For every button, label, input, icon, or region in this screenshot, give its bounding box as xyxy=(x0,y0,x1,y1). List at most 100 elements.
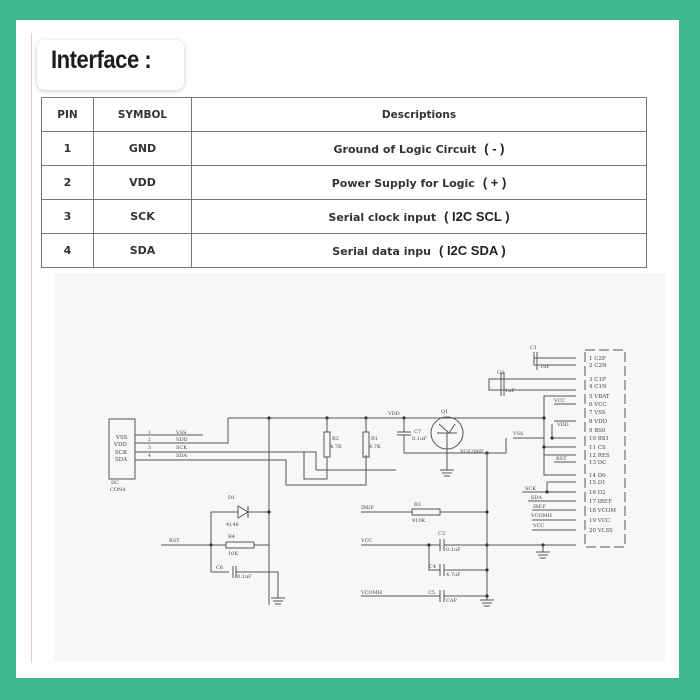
header-descriptions: Descriptions xyxy=(191,97,647,132)
net-label: IREF xyxy=(533,504,546,510)
component-value: 910K xyxy=(412,518,426,524)
oled-pin-label: 10 BS1 xyxy=(589,436,609,442)
net-label: RST xyxy=(556,456,567,462)
component-value: 4148 xyxy=(226,522,239,528)
description-note: ( I2C SCL ) xyxy=(444,209,510,224)
oled-module-outline xyxy=(584,349,626,548)
component-value: 4.7K xyxy=(330,444,342,450)
header-symbol: SYMBOL xyxy=(93,97,192,132)
component-value: 0.1uF xyxy=(446,547,461,553)
symbol-cell: VDD xyxy=(93,165,192,200)
net-label: SCK xyxy=(176,445,187,451)
symbol-cell: SDA xyxy=(93,233,192,268)
component-value: 10K xyxy=(228,551,238,557)
component-ref: R4 xyxy=(228,534,235,540)
oled-pin-label: 11 CS xyxy=(589,445,606,451)
net-label: VCOMH xyxy=(530,513,553,519)
net-label: RST xyxy=(169,538,180,544)
description-text: Power Supply for Logic xyxy=(331,177,475,190)
description-cell: Power Supply for Logic( + ) xyxy=(191,165,647,200)
net-label: VDD xyxy=(175,437,188,443)
connector-pin-number: 1 xyxy=(148,430,151,436)
connector-pin-label: SDA xyxy=(115,457,128,463)
net-label: VCC xyxy=(553,398,565,404)
oled-pin-label: 20 VLSS xyxy=(589,528,613,534)
oled-pin-label: 5 VBAT xyxy=(589,394,610,400)
resistor-r1: R1 4.7K xyxy=(362,418,381,458)
product-card: Interface : PIN SYMBOL Descriptions 1 GN… xyxy=(16,20,679,678)
description-note: ( - ) xyxy=(484,141,505,156)
connector-ref: IIC xyxy=(111,480,119,486)
oled-pin-label: 9 BS0 xyxy=(589,428,606,434)
component-ref: Q1 xyxy=(441,409,448,415)
component-ref: R2 xyxy=(332,436,339,442)
description-cell: Ground of Logic Circuit ( - ) xyxy=(191,131,647,166)
component-value: 0.1uF xyxy=(237,574,252,580)
table-row: 1 GND Ground of Logic Circuit ( - ) xyxy=(41,131,647,166)
connector-pin-number: 4 xyxy=(148,453,151,459)
component-ref: D1 xyxy=(228,495,235,501)
component-value: 0.1uF xyxy=(412,436,427,442)
symbol-cell: GND xyxy=(93,131,192,166)
title-badge: Interface : xyxy=(37,40,184,90)
description-cell: Serial clock input ( I2C SCL ) xyxy=(191,199,647,234)
pin-cell: 4 xyxy=(41,233,94,268)
reset-circuit: D1 4148 RST R4 10K C6 0.1uF xyxy=(161,495,285,605)
oled-pin-label: 6 VCC xyxy=(589,402,607,408)
table-header-row: PIN SYMBOL Descriptions xyxy=(41,97,647,132)
net-label: SCK xyxy=(525,486,536,492)
schematic-panel: VSS VDD SCK SDA IIC CON4 1 2 3 4 VSS VDD… xyxy=(54,273,665,661)
connector-con4: VSS VDD SCK SDA IIC CON4 1 2 3 4 VSS VDD… xyxy=(108,418,188,493)
oled-pin-label: 15 D1 xyxy=(589,480,606,486)
connector-pin-label: VSS xyxy=(115,435,128,441)
connector-wires xyxy=(135,416,396,605)
oled-pin-label: 16 D2 xyxy=(589,490,606,496)
oled-pin-label: 14 D0 xyxy=(589,473,606,479)
component-value: CAP xyxy=(446,598,457,604)
pin-cell: 2 xyxy=(41,165,94,200)
description-note: ( I2C SDA ) xyxy=(439,243,506,258)
oled-pin-label: 17 IREF xyxy=(589,499,612,505)
connector-body xyxy=(108,418,136,480)
oled-pin-label: 12 RES xyxy=(589,453,610,459)
page-title: Interface : xyxy=(51,46,152,74)
oled-pin-label: 18 VCOM xyxy=(589,508,616,514)
connector-pin-label: VDD xyxy=(113,442,127,448)
component-ref: R3 xyxy=(414,502,421,508)
table-row: 2 VDD Power Supply for Logic( + ) xyxy=(41,165,647,200)
table-row: 3 SCK Serial clock input ( I2C SCL ) xyxy=(41,199,647,234)
symbol-cell: SCK xyxy=(93,199,192,234)
net-label: SDA xyxy=(531,495,542,501)
oled-pin-label: 2 C2N xyxy=(589,363,607,369)
header-pin: PIN xyxy=(41,97,94,132)
component-ref: C4 xyxy=(429,564,436,570)
oled-pin-label: 19 VCC xyxy=(589,518,610,524)
description-text: Ground of Logic Circuit xyxy=(333,143,477,156)
interface-table: PIN SYMBOL Descriptions 1 GND Ground of … xyxy=(41,97,647,268)
pin-cell: 1 xyxy=(41,131,94,166)
description-cell: Serial data inpu ( I2C SDA ) xyxy=(191,233,647,268)
oled-pin-label: 4 C1N xyxy=(589,384,607,390)
net-label: VSS xyxy=(512,431,524,437)
oled-connections: C1 1uF C2 1uF VCC VDD VSS RST SCK SDA xyxy=(487,345,626,559)
pin-cell: 3 xyxy=(41,199,94,234)
component-ref: C6 xyxy=(216,565,223,571)
resistor-r2: R2 4.7K xyxy=(303,418,342,480)
net-label: VDD xyxy=(556,422,569,428)
regulator-section: VDD C7 0.1uF Q1 XC6206P xyxy=(366,409,516,607)
component-value: 4.7K xyxy=(369,444,381,450)
component-ref: C5 xyxy=(428,590,435,596)
component-ref: R1 xyxy=(371,436,378,442)
oled-pin-label: 7 VSS xyxy=(589,410,606,416)
description-text: Serial clock input xyxy=(328,211,437,224)
oled-pin-label: 8 VDD xyxy=(589,419,608,425)
connector-name: CON4 xyxy=(110,487,125,493)
component-ref: C2 xyxy=(497,370,504,376)
component-ref: C7 xyxy=(414,429,421,435)
component-ref: C3 xyxy=(438,531,445,537)
connector-pin-number: 2 xyxy=(148,437,151,443)
description-text: Serial data inpu xyxy=(332,245,431,258)
oled-pin-label: 3 C1P xyxy=(589,377,606,383)
net-label: VCC xyxy=(360,538,372,544)
